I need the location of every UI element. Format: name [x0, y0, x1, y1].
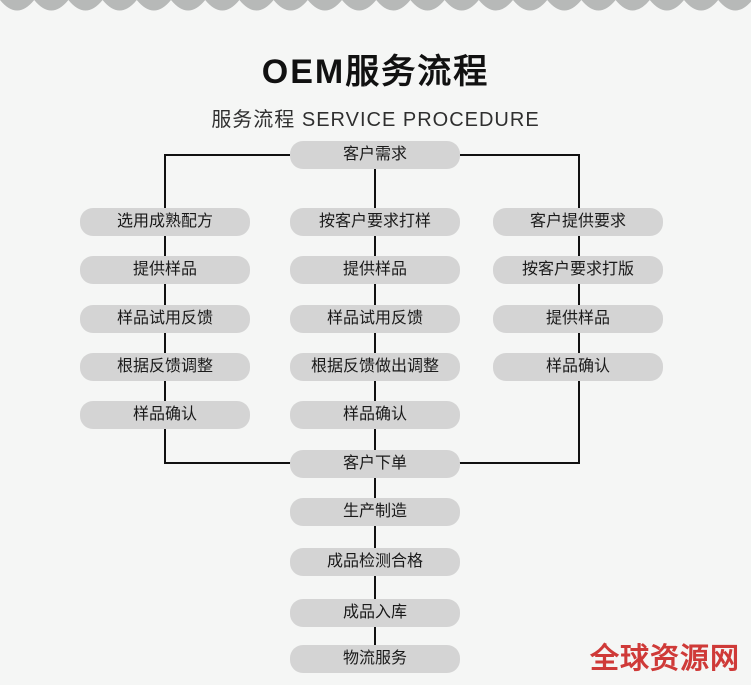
node-middle-sample-per-request: 按客户要求打样 — [290, 208, 460, 236]
page-title: OEM服务流程 — [261, 53, 490, 91]
node-middle-sample-feedback: 样品试用反馈 — [290, 305, 460, 333]
node-middle-adjust-by-feedback: 根据反馈做出调整 — [290, 353, 460, 381]
node-customer-order: 客户下单 — [290, 450, 460, 478]
node-production: 生产制造 — [290, 498, 460, 526]
connector-top-left — [164, 154, 292, 156]
node-right-customer-requirements: 客户提供要求 — [493, 208, 663, 236]
node-quality-inspection: 成品检测合格 — [290, 548, 460, 576]
node-warehousing: 成品入库 — [290, 599, 460, 627]
node-middle-sample-confirm: 样品确认 — [290, 401, 460, 429]
connector-bottom-left — [164, 462, 292, 464]
node-right-pattern-per-request: 按客户要求打版 — [493, 256, 663, 284]
node-right-sample-confirm: 样品确认 — [493, 353, 663, 381]
node-right-provide-sample: 提供样品 — [493, 305, 663, 333]
connector-bottom-right — [458, 462, 580, 464]
node-logistics: 物流服务 — [290, 645, 460, 673]
node-left-provide-sample: 提供样品 — [80, 256, 250, 284]
watermark-site-name: 全球资源网 — [589, 643, 740, 675]
node-left-adjust-by-feedback: 根据反馈调整 — [80, 353, 250, 381]
node-left-sample-confirm: 样品确认 — [80, 401, 250, 429]
node-middle-provide-sample: 提供样品 — [290, 256, 460, 284]
node-left-select-formula: 选用成熟配方 — [80, 208, 250, 236]
node-customer-needs: 客户需求 — [290, 141, 460, 169]
connector-top-right — [458, 154, 580, 156]
scalloped-edge-decoration — [0, 0, 751, 11]
node-left-sample-feedback: 样品试用反馈 — [80, 305, 250, 333]
page-subtitle: 服务流程 SERVICE PROCEDURE — [211, 109, 540, 131]
